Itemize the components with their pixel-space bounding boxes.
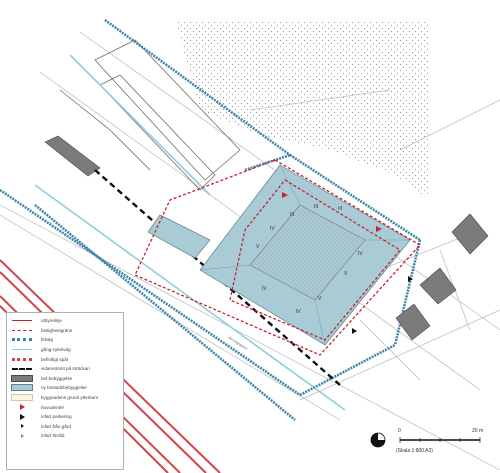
legend-swatch-blue-striped — [11, 336, 33, 343]
building-label: III — [290, 212, 294, 218]
legend-swatch-pale — [11, 394, 33, 402]
legend-row: byggnadens grund ytterkant — [11, 393, 119, 403]
legend-row: vidarestomt på sträckan — [11, 364, 119, 374]
building-label: IV — [358, 251, 363, 257]
legend-label: gång-cykelväg — [41, 347, 71, 353]
legend-swatch-red-dashed — [11, 327, 33, 334]
legend-swatch-cyan — [11, 346, 33, 353]
main-entrance-icon — [376, 226, 382, 232]
legend-swatch-dark-gray — [11, 374, 33, 382]
legend-row: fastighetsgräns — [11, 326, 119, 336]
parking-entrance-icon — [408, 276, 413, 282]
building-label: III — [314, 204, 318, 210]
small-black-triangle-icon — [20, 424, 24, 429]
legend-label: vidarestomt på sträckan — [41, 366, 90, 372]
legend-swatch-red-hatched — [11, 356, 33, 363]
legend-swatch-small-gray-triangle — [11, 432, 33, 439]
building-label: V — [318, 296, 322, 302]
legend-row: utbyrelinje — [11, 316, 119, 326]
building-label: IV — [296, 309, 301, 315]
legend-label: ny bostadsbebyggelse — [41, 385, 87, 391]
legend-row: infart förråd — [11, 431, 119, 441]
property-boundary — [134, 159, 422, 356]
legend-row: huvudentré — [11, 402, 119, 412]
legend-label: huvudentré — [41, 404, 64, 410]
legend-swatch-black-dashed — [11, 365, 33, 372]
legend-label: infart parkering — [41, 414, 72, 420]
legend-swatch-thin-red — [11, 317, 33, 324]
legend-row: infart parkering — [11, 412, 119, 422]
roads — [0, 18, 422, 422]
cycle-paths — [34, 54, 346, 411]
legend-label: utbyrelinje — [41, 318, 62, 324]
legend-swatch-red-triangle — [11, 404, 33, 411]
legend-swatch-small-black-triangle — [11, 423, 33, 430]
small-gray-triangle-icon — [20, 433, 24, 438]
legend-label: fastighetsgräns — [41, 327, 73, 333]
legend-label: befintligt spår — [41, 356, 69, 362]
parking-entrance-icon — [352, 328, 357, 334]
existing-building-outlines — [59, 39, 241, 191]
legend-label: infart förråd — [41, 433, 65, 439]
vegetation-area — [175, 20, 430, 200]
legend-row: befintligt spår — [11, 354, 119, 364]
north-arrow-fill — [371, 433, 385, 447]
entrance-markers — [282, 192, 413, 334]
building-label: IV — [262, 286, 267, 292]
building-label: V — [344, 271, 348, 277]
red-triangle-icon — [19, 404, 25, 411]
building-label: III — [338, 206, 342, 212]
scale-zero: 0 — [398, 428, 401, 434]
existing-buildings — [44, 135, 489, 341]
black-triangle-icon — [19, 413, 25, 420]
legend-swatch-black-triangle — [11, 413, 33, 420]
legend-row: infart från gård — [11, 422, 119, 432]
building-label: V — [256, 244, 260, 250]
scale-bar: 0 20 m (Skala 1:800 A3) — [370, 428, 483, 454]
legend-row: gång-cykelväg — [11, 345, 119, 355]
map-legend: utbyrelinje fastighetsgräns bilväg gång-… — [6, 312, 124, 470]
main-entrance-icon — [282, 192, 288, 198]
legend-row: ny bostadsbebyggelse — [11, 383, 119, 393]
building-label: IV — [270, 226, 275, 232]
building-labels: III III III IV V IV V IV IV V — [256, 204, 363, 315]
legend-row: bilväg — [11, 335, 119, 345]
legend-swatch-light-blue — [11, 384, 33, 392]
legend-label: bef.bebyggelse — [41, 375, 73, 381]
legend-label: byggnadens grund ytterkant — [41, 395, 98, 401]
scale-max: 20 m — [472, 428, 483, 434]
legend-label: bilväg — [41, 337, 54, 343]
legend-row: bef.bebyggelse — [11, 374, 119, 384]
legend-label: infart från gård — [41, 423, 71, 429]
scale-caption: (Skala 1:800 A3) — [396, 448, 433, 454]
